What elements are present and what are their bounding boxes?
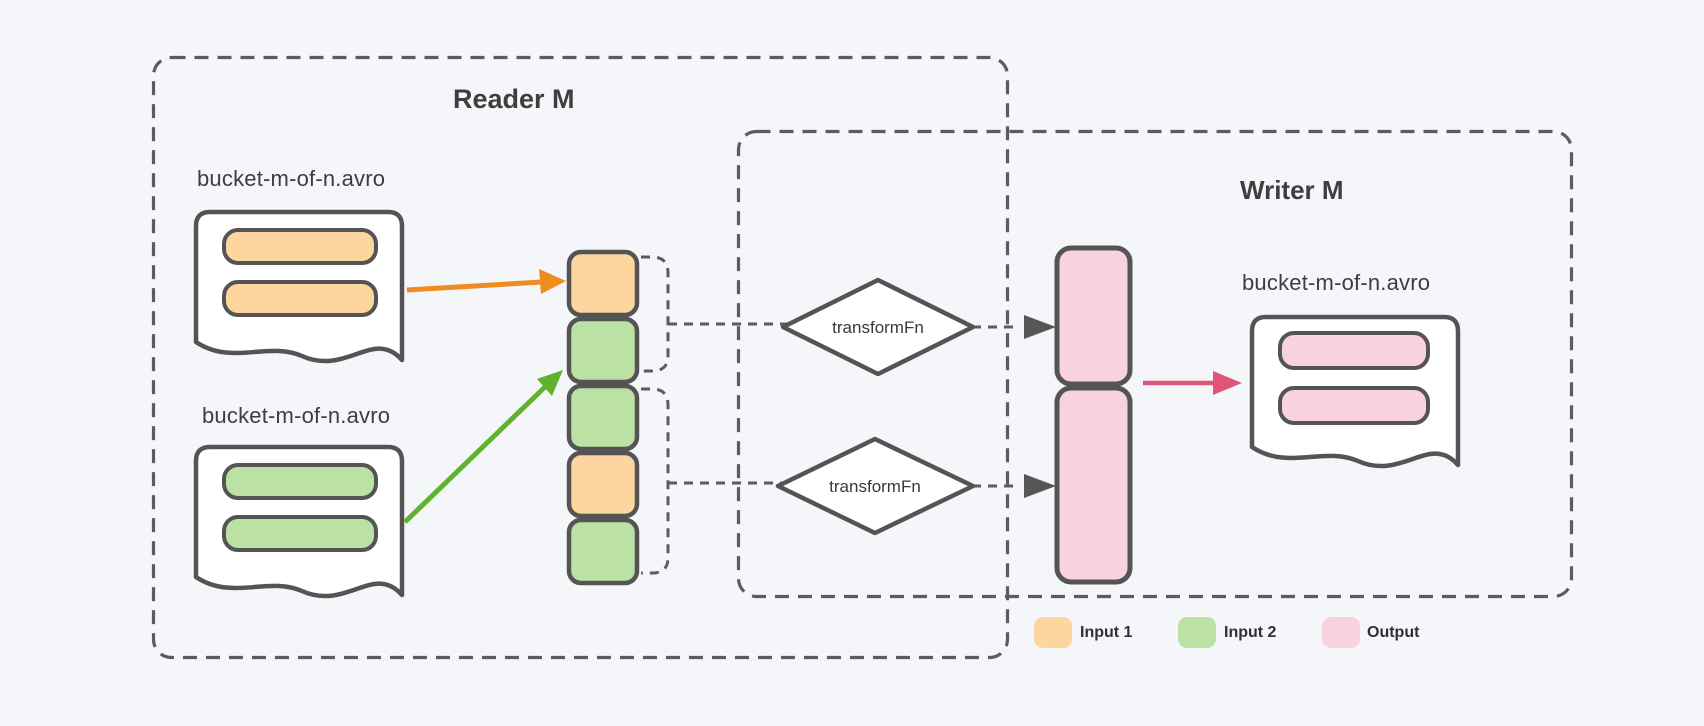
transform-1-label: transformFn [832, 318, 924, 337]
stack-block-2 [566, 316, 640, 385]
output-file [1252, 317, 1458, 466]
legend-label-input1: Input 1 [1080, 624, 1133, 641]
connector-arrowhead-2 [1024, 474, 1056, 498]
output-arrow [1143, 371, 1242, 395]
record-group-bracket-2 [641, 387, 670, 575]
file-row [1278, 386, 1430, 425]
transform-diamond-2 [775, 436, 976, 536]
input2-arrow [403, 370, 563, 524]
reader-box [151, 55, 1010, 660]
writer-box [736, 129, 1574, 599]
legend-swatch-input1 [1034, 617, 1072, 648]
legend-label-output: Output [1367, 624, 1420, 641]
stack-block-4 [566, 450, 640, 519]
stack-block-5 [566, 517, 640, 586]
file-row [1278, 331, 1430, 370]
writer-box-title: Writer M [1240, 175, 1344, 205]
output-file-label: bucket-m-of-n.avro [1242, 270, 1431, 295]
stack-block-3 [566, 383, 640, 452]
record-stack [566, 249, 640, 586]
input1-arrow [406, 269, 566, 294]
record-group-bracket-1 [641, 255, 670, 373]
output-block-1 [1054, 245, 1133, 387]
file-row [222, 463, 378, 500]
legend-label-input2: Input 2 [1224, 624, 1277, 641]
source-file-2 [196, 447, 402, 596]
file-row [222, 280, 378, 317]
source-file-1-label: bucket-m-of-n.avro [197, 166, 386, 191]
legend-swatch-input2 [1178, 617, 1216, 648]
output-block-2 [1054, 385, 1133, 585]
source-file-2-label: bucket-m-of-n.avro [202, 403, 391, 428]
reader-box-title: Reader M [453, 84, 575, 114]
source-file-1 [196, 212, 402, 361]
file-row [222, 515, 378, 552]
file-row [222, 228, 378, 265]
transform-2-label: transformFn [829, 477, 921, 496]
connector-arrowhead-1 [1024, 315, 1056, 339]
legend-swatch-output [1322, 617, 1360, 648]
output-column [1054, 245, 1133, 585]
transform-diamond-1 [780, 277, 976, 377]
stack-block-1 [566, 249, 640, 318]
